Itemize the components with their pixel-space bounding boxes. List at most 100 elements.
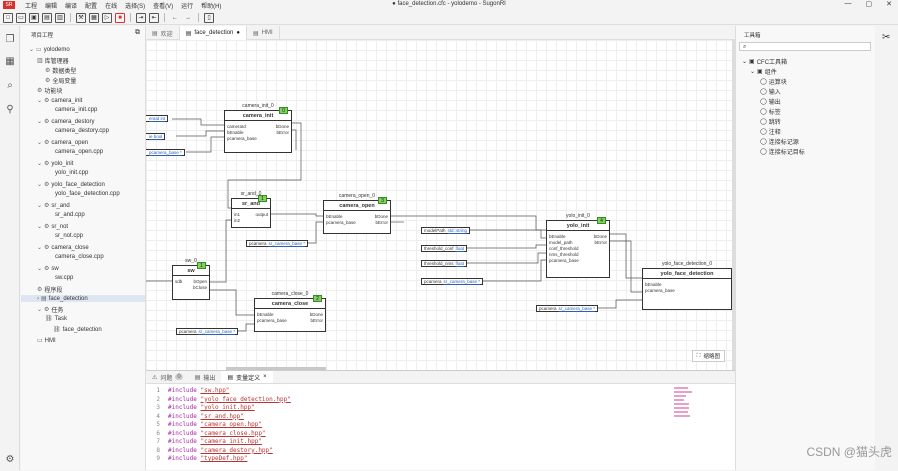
chevron-down-icon[interactable]: ⌄ [37,203,43,209]
tree-item[interactable]: ⌄⚙yolo_init [37,160,73,168]
back-icon[interactable]: ← [172,14,178,21]
input-pin[interactable]: in2 [234,218,241,223]
save-icon[interactable]: ▣ [29,12,39,23]
input-pin[interactable]: bEnable [549,234,566,239]
chevron-down-icon[interactable]: ⌄ [37,307,43,313]
panel-tab[interactable]: ▤变量定义× [221,371,273,383]
chevron-down-icon[interactable]: ⌄ [742,59,748,65]
input-pin[interactable]: bEnable [326,214,343,219]
explorer-icon[interactable]: ❐ [5,34,15,45]
new-file-icon[interactable]: □ [3,12,13,23]
input-pin[interactable]: pcamera_base [257,318,287,323]
output-pin[interactable]: bDone [593,234,607,239]
tree-item[interactable]: ⌄⚙sr_not [37,223,68,231]
stop-icon[interactable]: ■ [115,12,125,23]
tree-item[interactable]: camera_close.cpp [55,254,104,260]
toolbox-search-input[interactable]: ⌕ [739,42,871,51]
minimap-button[interactable]: ⛶ 缩略图 [691,350,725,362]
tree-item[interactable]: ▭HMI [37,337,56,345]
output-pin[interactable]: bDone [374,214,388,219]
input-variable[interactable]: pcamera_base * [146,149,185,156]
output-pin[interactable]: bDone [309,312,323,317]
tree-item[interactable]: ⚙程序段 [37,285,62,294]
input-pin[interactable]: bEnable [257,312,274,317]
toolbox-item[interactable]: ⌄▣组件 [750,67,777,76]
build-all-icon[interactable]: ▦ [89,12,99,23]
toolbox-item[interactable]: ◯跳转 [760,117,781,126]
collapse-icon[interactable]: ⧉ [135,29,140,36]
code-line[interactable]: 7#include "camera_init.hpp" [146,438,262,446]
unsaved-dot[interactable]: ● [236,30,241,36]
tree-item[interactable]: ›▤face_detection [21,295,145,302]
input-pin[interactable]: pcamera_base [227,136,257,141]
tree-item[interactable]: camera_init.cpp [55,107,97,113]
search-icon[interactable]: ⌕ [7,80,13,91]
input-pin[interactable]: pcamera_base [645,288,675,293]
build-icon[interactable]: ⚒ [76,12,86,23]
input-pin[interactable]: cameraId [227,124,246,129]
tab-欢迎[interactable]: ▤欢迎 [146,26,180,40]
toolbox-item[interactable]: ◯连接标记目标 [760,147,805,156]
output-pin[interactable]: bError [310,318,323,323]
tree-item[interactable]: ▥库管理器 [37,56,69,65]
chevron-down-icon[interactable]: ⌄ [37,182,43,188]
menu-item[interactable]: 帮助(H) [201,3,222,10]
menu-item[interactable]: 运行 [181,3,194,10]
close-icon[interactable]: × [263,374,267,380]
toolbox-item[interactable]: ◯输入 [760,87,781,96]
menu-item[interactable]: 编译 [65,3,78,10]
forward-icon[interactable]: → [185,14,191,21]
code-line[interactable]: 5#include "camera_open.hpp" [146,421,262,429]
menu-item[interactable]: 查看(V) [153,3,174,10]
code-line[interactable]: 8#include "camera_destory.hpp" [146,447,272,455]
tree-item[interactable]: ⌄⚙yolo_face_detection [37,181,105,189]
tree-item[interactable]: ⚙全局变量 [45,76,76,85]
chevron-down-icon[interactable]: ⌄ [37,119,43,125]
output-pin[interactable]: bError [276,130,289,135]
menu-item[interactable]: 选择(S) [125,3,146,10]
code-line[interactable]: 2#include "yolo_face_detection.hpp" [146,396,290,404]
menu-item[interactable]: 编辑 [45,3,58,10]
code-line[interactable]: 4#include "sr_and.hpp" [146,413,244,421]
tree-item[interactable]: ⌄⚙sr_and [37,202,70,210]
input-pin[interactable]: bEnable [645,282,662,287]
toolbox-item[interactable]: ◯输出 [760,97,781,106]
chevron-right-icon[interactable]: › [37,295,39,302]
input-pin[interactable]: in1 [234,212,241,217]
panel-tab[interactable]: ▤输出 [189,371,222,383]
toolbox-item[interactable]: ⌄▣CFC工具箱 [742,57,787,66]
menu-item[interactable]: 工程 [25,3,38,10]
input-pin[interactable]: conf_threshold [549,246,579,251]
output-pin[interactable]: bDone [275,124,289,129]
chevron-down-icon[interactable]: ⌄ [29,47,35,53]
code-line[interactable]: 6#include "camera_close.hpp" [146,430,265,438]
tree-item[interactable]: ⌄⚙任务 [37,305,63,314]
code-line[interactable]: 3#include "yolo_init.hpp" [146,404,254,412]
code-line[interactable]: 9#include "typeDef.hpp" [146,455,247,463]
tree-item[interactable]: ⌄⚙camera_close [37,244,89,252]
chevron-down-icon[interactable]: ⌄ [37,224,43,230]
menu-item[interactable]: 配置 [85,3,98,10]
chevron-down-icon[interactable]: ⌄ [750,69,756,75]
settings-icon[interactable]: ⚙ [5,454,15,465]
tree-item[interactable]: ⌄⚙camera_destory [37,118,94,126]
tree-item[interactable]: yolo_init.cpp [55,170,88,176]
code-line[interactable]: 1#include "sw.hpp" [146,387,229,395]
output-pin[interactable]: output [255,212,268,217]
export-icon[interactable]: ⇤ [149,12,159,23]
open-icon[interactable]: ▭ [16,12,26,23]
tree-item[interactable]: ⌄⚙camera_open [37,139,88,147]
tree-item[interactable]: sr_not.cpp [55,233,83,239]
